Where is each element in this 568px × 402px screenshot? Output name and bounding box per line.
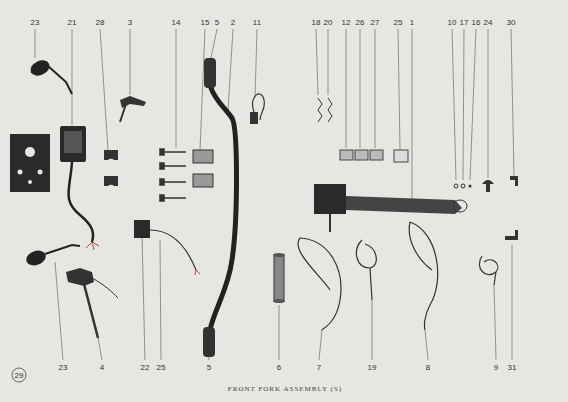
nut-cap — [482, 180, 494, 192]
callout-number: 17 — [459, 18, 470, 27]
brake-lever — [120, 96, 146, 122]
callout-number: 15 — [200, 18, 211, 27]
brackets — [505, 176, 518, 240]
callout-number: 21 — [67, 18, 78, 27]
callout-circle — [12, 368, 26, 382]
callout-number: 3 — [127, 18, 133, 27]
callout-number: 31 — [507, 363, 518, 372]
callout-number: 29 — [14, 371, 25, 380]
callout-number: 11 — [252, 18, 262, 27]
callout-number: 5 — [214, 18, 220, 27]
light-switch — [134, 220, 200, 275]
callout-number: 23 — [58, 363, 69, 372]
callout-number: 2 — [230, 18, 236, 27]
callout-number: 30 — [506, 18, 517, 27]
callout-number: 27 — [370, 18, 381, 27]
callout-number: 28 — [95, 18, 106, 27]
mirror-bottom-and-lever — [24, 245, 118, 338]
handlebar-clamps — [193, 150, 213, 187]
callout-number: 9 — [493, 363, 499, 372]
callout-number: 7 — [316, 363, 322, 372]
mirror-top — [28, 57, 72, 94]
small-parts — [318, 98, 472, 188]
leader-lines — [35, 29, 514, 360]
callout-number: 25 — [156, 363, 167, 372]
speedometer — [60, 126, 99, 250]
callout-number: 14 — [171, 18, 182, 27]
callout-number: 19 — [367, 363, 378, 372]
handlebar — [203, 58, 237, 357]
callout-number: 1 — [409, 18, 415, 27]
callout-number: 5 — [206, 363, 212, 372]
callout-number: 12 — [341, 18, 352, 27]
callout-number: 20 — [323, 18, 334, 27]
callout-number: 22 — [140, 363, 151, 372]
callout-number: 23 — [30, 18, 41, 27]
callout-number: 10 — [447, 18, 458, 27]
screws — [160, 149, 186, 201]
callout-number: 25 — [393, 18, 404, 27]
clamp-brackets — [104, 150, 118, 186]
callout-number: 26 — [355, 18, 366, 27]
callout-number: 24 — [483, 18, 494, 27]
callout-number: 6 — [276, 363, 282, 372]
callout-number: 8 — [425, 363, 431, 372]
fork-stem — [314, 184, 467, 232]
caption: FRONT FORK ASSEMBLY (S) — [228, 385, 342, 393]
spacer-tube — [273, 253, 285, 303]
switch-cable — [250, 94, 264, 124]
mounting-plate — [10, 134, 50, 192]
callout-number: 18 — [311, 18, 322, 27]
cables — [298, 222, 498, 330]
callout-number: 16 — [471, 18, 482, 27]
callout-number: 4 — [99, 363, 105, 372]
